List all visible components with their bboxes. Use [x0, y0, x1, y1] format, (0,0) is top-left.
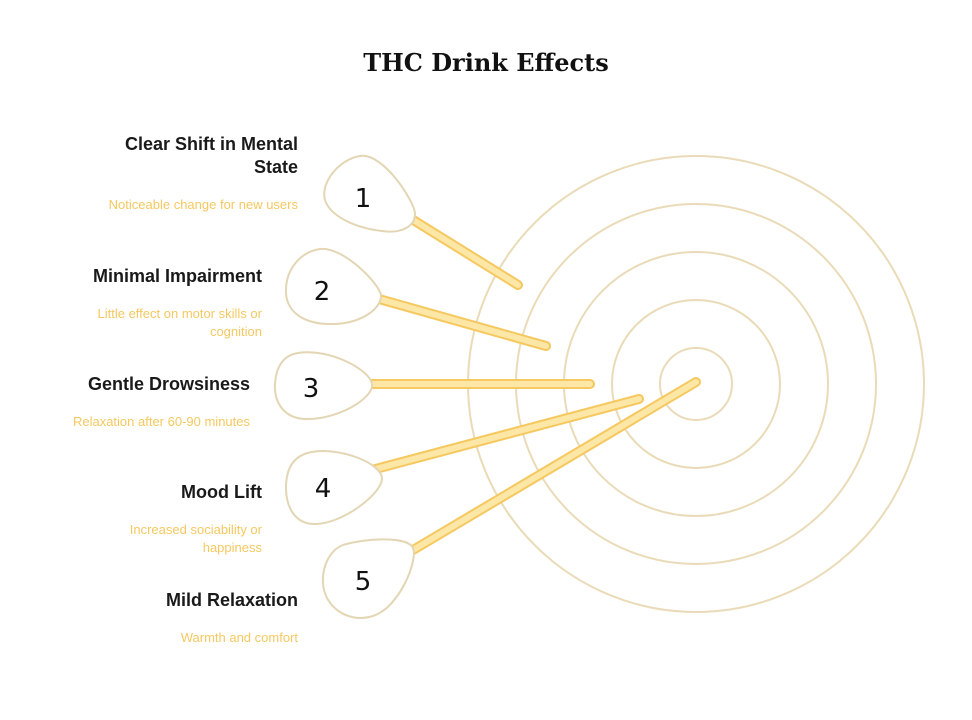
item-5-heading: Mild Relaxation — [165, 590, 298, 610]
item-3-heading: Gentle Drowsiness — [87, 374, 250, 394]
dart-1-number: 1 — [355, 184, 372, 214]
dart-2: 2 — [284, 247, 551, 351]
item-3-label: Gentle Drowsiness Relaxation after 60-90… — [60, 373, 250, 431]
dart-5-number: 5 — [355, 567, 372, 597]
dart-5: 5 — [321, 377, 701, 619]
item-1-heading: Clear Shift in Mental State — [124, 134, 298, 177]
item-5-description: Warmth and comfort — [180, 630, 298, 645]
item-5-label: Mild Relaxation Warmth and comfort — [98, 589, 298, 647]
item-2-description: Little effect on motor skills or cogniti… — [97, 306, 263, 339]
item-4-label: Mood Lift Increased sociability or happi… — [88, 481, 262, 557]
dart-2-number: 2 — [314, 277, 331, 307]
dart-1: 1 — [323, 154, 523, 290]
item-3-description: Relaxation after 60-90 minutes — [72, 414, 250, 429]
diagram-title: THC Drink Effects — [363, 48, 609, 77]
dart-2-drop — [284, 247, 383, 326]
target-ring-4 — [611, 299, 781, 469]
dart-3-number: 3 — [303, 374, 320, 404]
dart-1-drop — [323, 154, 417, 233]
item-2-label: Minimal Impairment Little effect on moto… — [62, 265, 262, 341]
dart-4: 4 — [284, 394, 644, 526]
item-1-description: Noticeable change for new users — [108, 197, 298, 212]
dart-5-drop — [321, 538, 415, 619]
item-4-heading: Mood Lift — [181, 482, 262, 502]
item-1-label: Clear Shift in Mental State Noticeable c… — [98, 133, 298, 214]
item-4-description: Increased sociability or happiness — [129, 522, 262, 555]
target-ring-bullseye — [659, 347, 733, 421]
dart-4-number: 4 — [315, 474, 332, 504]
dart-4-drop — [284, 450, 384, 526]
dart-3: 3 — [273, 351, 595, 421]
item-2-heading: Minimal Impairment — [92, 266, 262, 286]
dart-3-drop — [273, 351, 373, 421]
